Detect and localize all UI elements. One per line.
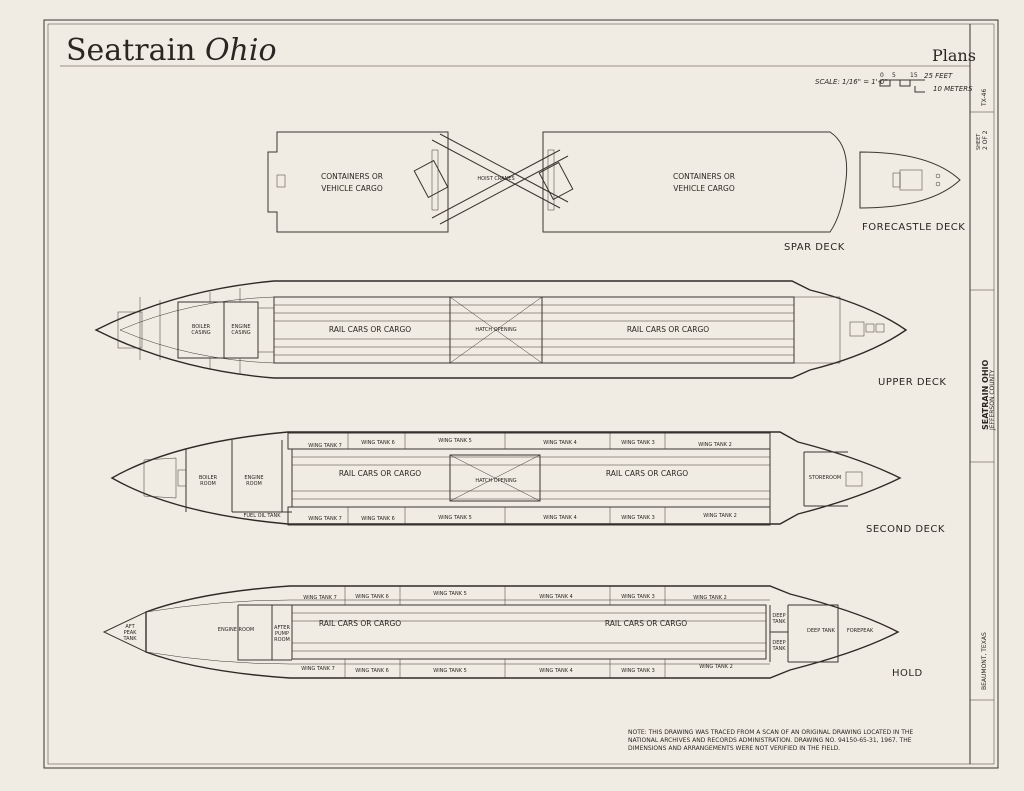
second-deck-plan: BOILER ROOM ENGINE ROOM FUEL OIL TANK RA… (110, 431, 945, 535)
svg-text:RAIL CARS OR CARGO: RAIL CARS OR CARGO (627, 325, 709, 334)
svg-text:STOREROOM: STOREROOM (809, 475, 841, 481)
svg-text:NOTE: THIS DRAWING WAS TRACED: NOTE: THIS DRAWING WAS TRACED FROM A SCA… (628, 729, 913, 736)
svg-text:WING TANK 7: WING TANK 7 (301, 666, 335, 672)
svg-text:VEHICLE CARGO: VEHICLE CARGO (673, 184, 735, 193)
svg-text:TANK: TANK (771, 646, 786, 652)
svg-text:HATCH OPENING: HATCH OPENING (475, 327, 516, 333)
svg-text:TANK: TANK (771, 619, 786, 625)
drawing-note: NOTE: THIS DRAWING WAS TRACED FROM A SCA… (628, 729, 913, 752)
svg-text:WING TANK 2: WING TANK 2 (703, 513, 737, 519)
svg-text:AFT: AFT (125, 624, 135, 630)
forecastle-caption: FORECASTLE DECK (862, 222, 965, 233)
plans-label: Plans (932, 46, 976, 65)
svg-text:ENGINE: ENGINE (231, 324, 250, 330)
svg-text:CONTAINERS OR: CONTAINERS OR (321, 172, 383, 181)
upper-deck-plan: BOILER CASING ENGINE CASING RAIL CARS OR… (94, 280, 946, 388)
svg-text:WING TANK 2: WING TANK 2 (699, 664, 733, 670)
svg-text:0: 0 (880, 72, 884, 79)
svg-text:WING TANK 7: WING TANK 7 (303, 595, 337, 601)
svg-text:10 METERS: 10 METERS (933, 85, 973, 93)
hoist-cranes: HOIST CRANES (413, 133, 574, 225)
svg-text:WING TANK 3: WING TANK 3 (621, 668, 655, 674)
svg-text:WING TANK 6: WING TANK 6 (355, 594, 389, 600)
svg-text:WING TANK 5: WING TANK 5 (438, 438, 472, 444)
svg-text:ENGINE ROOM: ENGINE ROOM (218, 627, 254, 633)
svg-text:JEFFERSON COUNTY: JEFFERSON COUNTY (989, 369, 996, 431)
svg-text:FOREPEAK: FOREPEAK (847, 628, 874, 634)
svg-text:WING TANK 2: WING TANK 2 (693, 595, 727, 601)
svg-text:CONTAINERS OR: CONTAINERS OR (673, 172, 735, 181)
svg-text:WING TANK 3: WING TANK 3 (621, 440, 655, 446)
svg-text:TX-46: TX-46 (981, 89, 988, 107)
svg-text:HATCH OPENING: HATCH OPENING (475, 478, 516, 484)
svg-text:WING TANK 7: WING TANK 7 (308, 516, 342, 522)
svg-text:WING TANK 3: WING TANK 3 (621, 594, 655, 600)
upper-deck-caption: UPPER DECK (878, 377, 946, 388)
svg-text:15: 15 (910, 72, 918, 79)
second-deck-caption: SECOND DECK (866, 524, 945, 535)
svg-text:5: 5 (892, 72, 896, 79)
outer-border (43, 19, 999, 769)
svg-text:DEEP: DEEP (772, 613, 785, 619)
inner-border (47, 23, 995, 765)
svg-text:BEAUMONT, TEXAS: BEAUMONT, TEXAS (981, 632, 988, 690)
svg-text:AFTER: AFTER (274, 625, 290, 631)
drawing-title: Seatrain Ohio (66, 33, 277, 68)
svg-text:BOILER: BOILER (199, 475, 218, 481)
svg-text:NATIONAL ARCHIVES AND RECORDS: NATIONAL ARCHIVES AND RECORDS ADMINISTRA… (628, 737, 912, 744)
svg-text:SCALE: 1/16" = 1'-0": SCALE: 1/16" = 1'-0" (815, 78, 888, 86)
svg-text:WING TANK 4: WING TANK 4 (539, 594, 573, 600)
scale-bar: SCALE: 1/16" = 1'-0" 0 5 15 25 FEET 10 M… (815, 72, 973, 93)
spar-deck-plan: CONTAINERS OR VEHICLE CARGO HOIST CRANES… (267, 131, 848, 253)
svg-text:WING TANK 6: WING TANK 6 (361, 516, 395, 522)
svg-text:WING TANK 3: WING TANK 3 (621, 515, 655, 521)
svg-text:WING TANK 5: WING TANK 5 (438, 515, 472, 521)
svg-text:WING TANK 5: WING TANK 5 (433, 668, 467, 674)
svg-text:RAIL CARS OR CARGO: RAIL CARS OR CARGO (319, 619, 401, 628)
svg-text:RAIL CARS OR CARGO: RAIL CARS OR CARGO (329, 325, 411, 334)
title-block: SEATRAIN OHIO JEFFERSON COUNTY BEAUMONT,… (976, 89, 996, 690)
svg-text:WING TANK 6: WING TANK 6 (361, 440, 395, 446)
svg-text:HOIST CRANES: HOIST CRANES (477, 176, 514, 182)
svg-text:ROOM: ROOM (274, 637, 290, 643)
spar-deck-caption: SPAR DECK (784, 242, 845, 253)
svg-text:ROOM: ROOM (200, 481, 216, 487)
svg-text:WING TANK 4: WING TANK 4 (543, 440, 577, 446)
svg-text:RAIL CARS OR CARGO: RAIL CARS OR CARGO (339, 469, 421, 478)
forecastle-deck-plan: FORECASTLE DECK (859, 151, 965, 233)
svg-text:DIMENSIONS AND ARRANGEMENTS WE: DIMENSIONS AND ARRANGEMENTS WERE NOT VER… (628, 745, 840, 752)
svg-text:VEHICLE CARGO: VEHICLE CARGO (321, 184, 383, 193)
svg-text:ROOM: ROOM (246, 481, 262, 487)
svg-text:SEATRAIN OHIO: SEATRAIN OHIO (981, 359, 990, 430)
svg-text:DEEP TANK: DEEP TANK (807, 628, 836, 634)
svg-text:CASING: CASING (191, 330, 210, 336)
svg-text:PUMP: PUMP (275, 631, 289, 637)
svg-text:DEEP: DEEP (772, 640, 785, 646)
svg-text:WING TANK 2: WING TANK 2 (698, 442, 732, 448)
svg-text:WING TANK 4: WING TANK 4 (539, 668, 573, 674)
svg-text:25 FEET: 25 FEET (924, 72, 953, 80)
svg-text:TANK: TANK (122, 636, 137, 642)
svg-text:ENGINE: ENGINE (244, 475, 263, 481)
svg-text:CASING: CASING (231, 330, 250, 336)
svg-text:WING TANK 7: WING TANK 7 (308, 443, 342, 449)
svg-text:RAIL CARS OR CARGO: RAIL CARS OR CARGO (606, 469, 688, 478)
svg-text:BOILER: BOILER (192, 324, 211, 330)
svg-text:PEAK: PEAK (124, 630, 138, 636)
svg-text:FUEL OIL TANK: FUEL OIL TANK (244, 513, 282, 519)
hold-caption: HOLD (892, 668, 923, 679)
svg-text:2 OF 2: 2 OF 2 (982, 130, 989, 150)
svg-text:RAIL CARS OR CARGO: RAIL CARS OR CARGO (605, 619, 687, 628)
svg-text:WING TANK 5: WING TANK 5 (433, 591, 467, 597)
hold-plan: AFT PEAK TANK ENGINE ROOM AFTER PUMP ROO… (102, 585, 923, 679)
svg-text:SHEET: SHEET (976, 133, 982, 150)
svg-text:WING TANK 6: WING TANK 6 (355, 668, 389, 674)
svg-text:WING TANK 4: WING TANK 4 (543, 515, 577, 521)
